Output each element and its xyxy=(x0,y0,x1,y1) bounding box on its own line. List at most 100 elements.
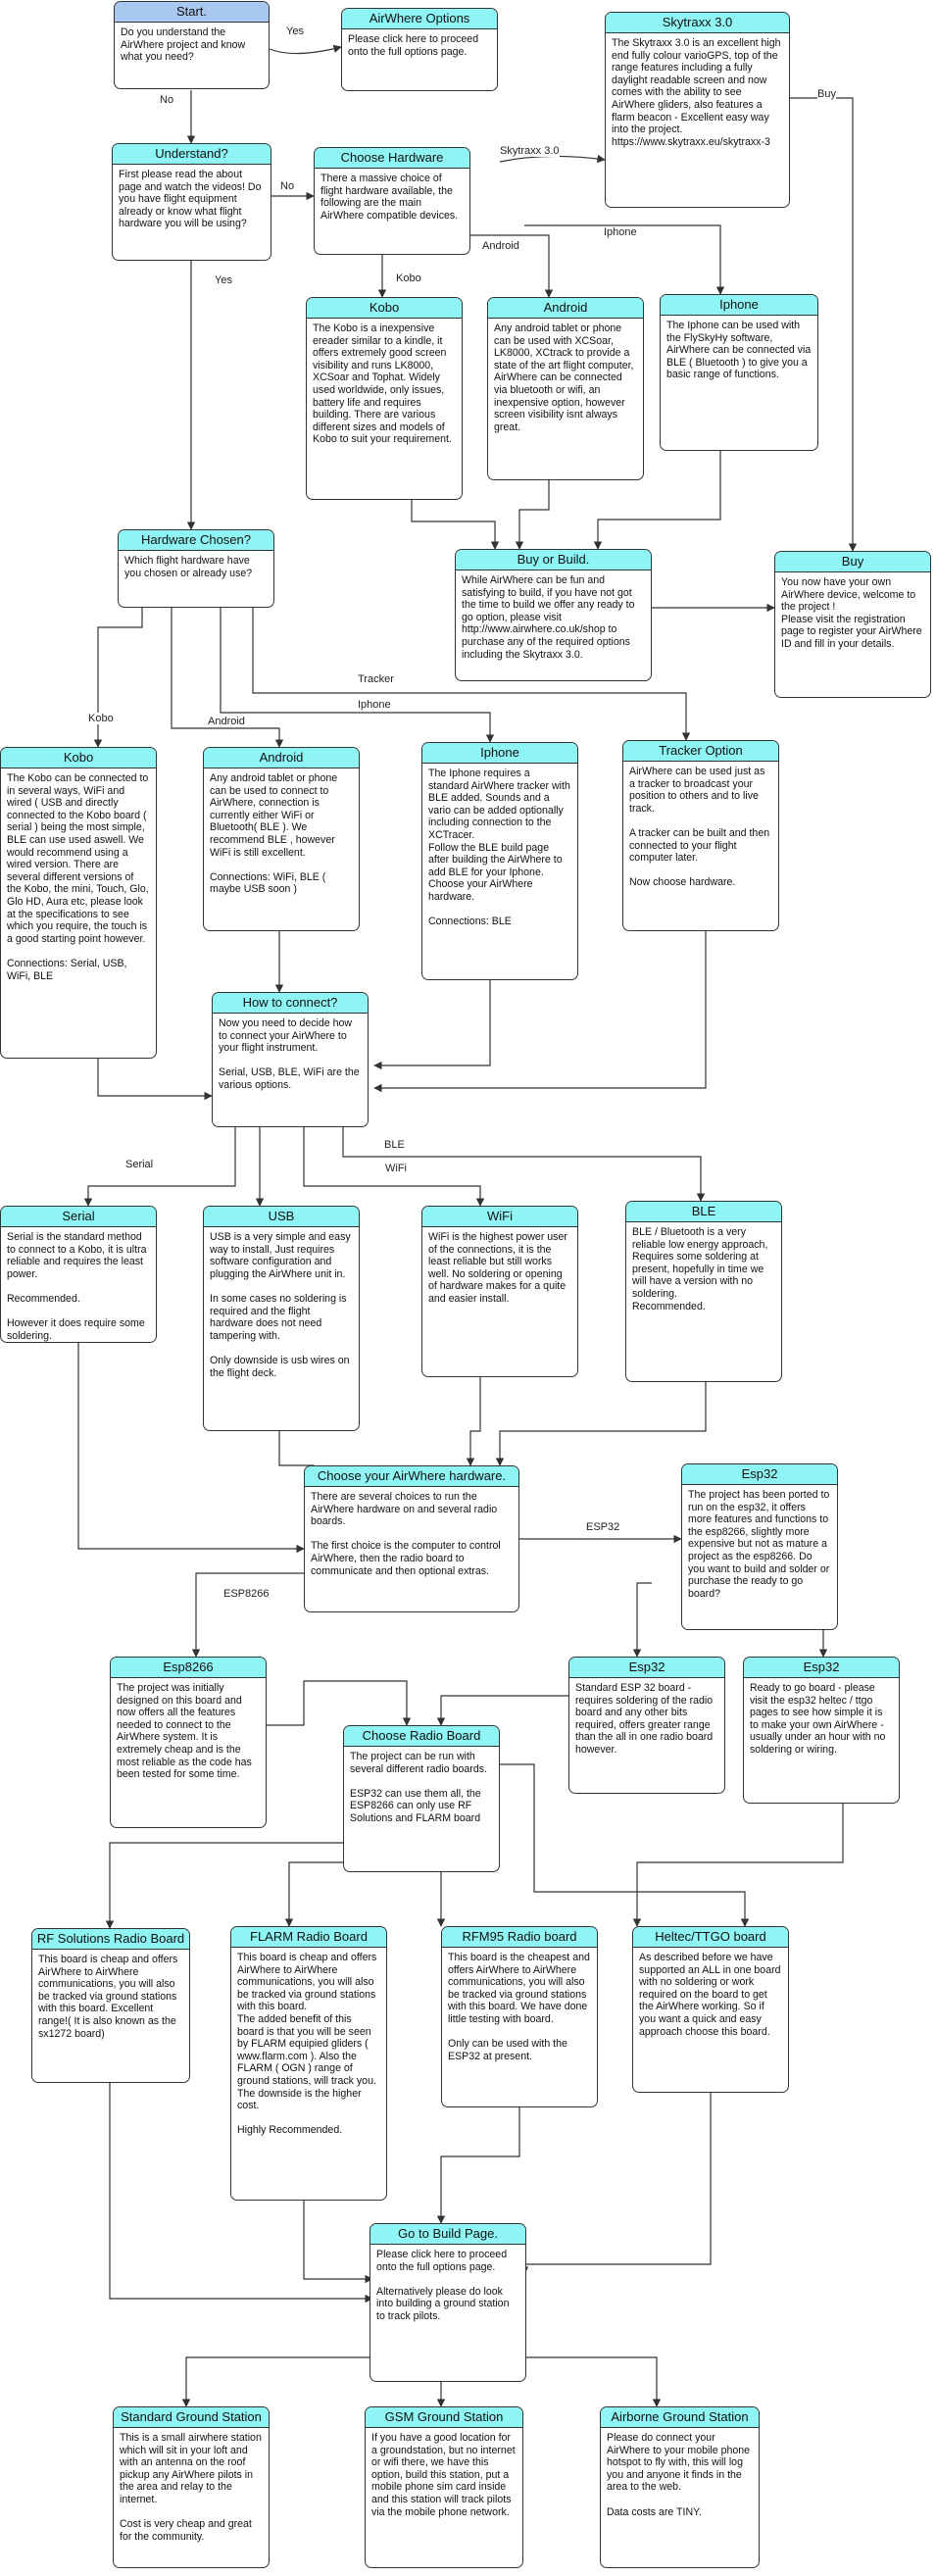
esp32-standard-text: Standard ESP 32 board - requires solderi… xyxy=(575,1682,714,1756)
edge-hwchosen-tracker xyxy=(252,608,691,741)
gsm-ground-station-title: GSM Ground Station xyxy=(366,2407,522,2428)
understand-node: Understand? First please read the about … xyxy=(112,143,271,261)
buy-or-build-text: While AirWhere can be fun and satisfying… xyxy=(462,574,635,661)
build-page-node[interactable]: Go to Build Page. Please click here to p… xyxy=(369,2223,526,2382)
esp32-main-text: The project has been ported to run on th… xyxy=(688,1489,830,1600)
heltec-board-node: Heltec/TTGO board As described before we… xyxy=(632,1926,789,2093)
edge-label-kobo-2: Kobo xyxy=(88,713,114,724)
tracker-option-node: Tracker Option AirWhere can be used just… xyxy=(622,740,779,931)
hardware-chosen-title: Hardware Chosen? xyxy=(119,530,273,551)
kobo-hardware-title: Kobo xyxy=(307,298,462,319)
edge-tracker-howconnect xyxy=(373,931,707,1093)
edge-radio-flarm xyxy=(284,1861,343,1927)
edge-label-iphone-2: Iphone xyxy=(358,699,391,711)
standard-ground-station-node: Standard Ground Station This is a small … xyxy=(113,2406,270,2568)
esp32-ready-to-go-text: Ready to go board - please visit the esp… xyxy=(750,1682,886,1756)
kobo-connection-text: The Kobo can be connected to in several … xyxy=(7,772,149,982)
edge-choosehw-android xyxy=(470,234,554,298)
edge-ble-chooseaw xyxy=(495,1382,707,1466)
iphone-hardware-node: Iphone The Iphone can be used with the F… xyxy=(660,294,818,451)
edge-iphone-buybuild xyxy=(593,451,721,550)
edge-howconnect-serial xyxy=(83,1127,236,1207)
choose-hardware-node: Choose Hardware There a massive choice o… xyxy=(314,147,470,255)
usb-node: USB USB is a very simple and easy way to… xyxy=(203,1206,360,1431)
edge-esp8266-radio xyxy=(265,1680,412,1726)
edge-choosehw-iphone xyxy=(524,224,725,295)
edge-kobo-buybuild xyxy=(411,500,500,550)
android-hardware-text: Any android tablet or phone can be used … xyxy=(494,322,634,433)
edge-serial-chooseaw xyxy=(77,1343,305,1554)
buy-title: Buy xyxy=(775,552,930,572)
edge-skytraxx-buy xyxy=(790,97,858,552)
airwhere-options-node[interactable]: AirWhere Options Please click here to pr… xyxy=(341,8,498,91)
edge-understand-skytraxx xyxy=(499,154,606,164)
edge-flarm-build xyxy=(303,2201,373,2284)
rf-solutions-node: RF Solutions Radio Board This board is c… xyxy=(31,1928,190,2083)
rfm95-board-node: RFM95 Radio board This board is the chea… xyxy=(441,1926,598,2107)
esp32-main-title: Esp32 xyxy=(682,1464,837,1485)
edge-rfsolutions-build xyxy=(109,2083,373,2304)
serial-title: Serial xyxy=(1,1207,156,1227)
hardware-chosen-node: Hardware Chosen? Which flight hardware h… xyxy=(118,529,274,608)
standard-ground-station-title: Standard Ground Station xyxy=(114,2407,269,2428)
ble-text: BLE / Bluetooth is a very reliable low e… xyxy=(632,1226,768,1313)
iphone-hardware-title: Iphone xyxy=(661,295,817,316)
edge-howconnect-wifi xyxy=(303,1127,485,1207)
edge-esp32-std xyxy=(632,1582,652,1658)
choose-radio-board-text: The project can be run with several diff… xyxy=(350,1751,487,1824)
wifi-title: WiFi xyxy=(422,1207,577,1227)
heltec-board-title: Heltec/TTGO board xyxy=(633,1927,788,1948)
edge-label-ble: BLE xyxy=(384,1139,405,1151)
airborne-ground-station-text: Please do connect your AirWhere to your … xyxy=(607,2432,751,2518)
edge-label-esp32: ESP32 xyxy=(586,1521,620,1533)
buy-or-build-node[interactable]: Buy or Build. While AirWhere can be fun … xyxy=(455,549,652,681)
edge-howconnect-ble xyxy=(342,1127,706,1202)
edge-hwchosen-iphone xyxy=(220,608,495,743)
build-page-title: Go to Build Page. xyxy=(370,2224,525,2245)
buy-text: You now have your own AirWhere device, w… xyxy=(781,576,922,650)
edge-label-tracker: Tracker xyxy=(358,673,394,685)
understand-text: First please read the about page and wat… xyxy=(119,169,262,230)
android-connection-title: Android xyxy=(204,748,359,768)
edge-iphone-howconnect xyxy=(373,980,491,1070)
skytraxx-text: The Skytraxx 3.0 is an excellent high en… xyxy=(612,37,781,148)
edge-label-buy: Buy xyxy=(817,88,836,100)
esp32-ready-to-go-node: Esp32 Ready to go board - please visit t… xyxy=(743,1657,900,1804)
kobo-hardware-node: Kobo The Kobo is a inexpensive ereader s… xyxy=(306,297,463,500)
edge-rfm95-build xyxy=(436,2107,520,2224)
edge-start-options xyxy=(269,44,342,55)
choose-hardware-text: There a massive choice of flight hardwar… xyxy=(320,173,459,222)
choose-airwhere-hardware-node: Choose your AirWhere hardware. There are… xyxy=(304,1465,519,1612)
airborne-ground-station-node: Airborne Ground Station Please do connec… xyxy=(600,2406,760,2568)
gsm-ground-station-node: GSM Ground Station If you have a good lo… xyxy=(365,2406,523,2568)
start-title: Start. xyxy=(115,2,269,23)
edge-label-android: Android xyxy=(482,240,519,252)
edge-label-yes-2: Yes xyxy=(215,274,232,286)
iphone-connection-text: The Iphone requires a standard AirWhere … xyxy=(428,768,570,928)
edge-label-esp8266: ESP8266 xyxy=(223,1588,270,1600)
esp32-ready-to-go-title: Esp32 xyxy=(744,1658,899,1678)
edge-wifi-chooseaw xyxy=(466,1377,481,1466)
usb-text: USB is a very simple and easy way to ins… xyxy=(210,1231,351,1379)
kobo-hardware-text: The Kobo is a inexpensive ereader simila… xyxy=(313,322,452,446)
how-to-connect-node: How to connect? Now you need to decide h… xyxy=(212,992,369,1127)
esp8266-text: The project was initially designed on th… xyxy=(117,1682,252,1781)
android-connection-text: Any android tablet or phone can be used … xyxy=(210,772,338,896)
iphone-hardware-text: The Iphone can be used with the FlySkyHy… xyxy=(666,320,812,381)
buy-or-build-title: Buy or Build. xyxy=(456,550,651,570)
rfm95-board-text: This board is the cheapest and offers Ai… xyxy=(448,1952,590,2062)
usb-title: USB xyxy=(204,1207,359,1227)
edge-esp32std-radio xyxy=(436,1695,573,1726)
how-to-connect-text: Now you need to decide how to connect yo… xyxy=(219,1017,360,1091)
esp32-main-node: Esp32 The project has been ported to run… xyxy=(681,1463,838,1630)
ble-title: BLE xyxy=(626,1202,781,1222)
edge-label-iphone: Iphone xyxy=(604,226,637,238)
edge-heltec-build xyxy=(519,2093,712,2275)
gsm-ground-station-text: If you have a good location for a ground… xyxy=(371,2432,516,2518)
rfm95-board-title: RFM95 Radio board xyxy=(442,1927,597,1948)
rf-solutions-title: RF Solutions Radio Board xyxy=(32,1929,189,1950)
esp32-standard-node: Esp32 Standard ESP 32 board - requires s… xyxy=(568,1657,725,1794)
ble-node: BLE BLE / Bluetooth is a very reliable l… xyxy=(625,1201,782,1382)
tracker-option-title: Tracker Option xyxy=(623,741,778,762)
